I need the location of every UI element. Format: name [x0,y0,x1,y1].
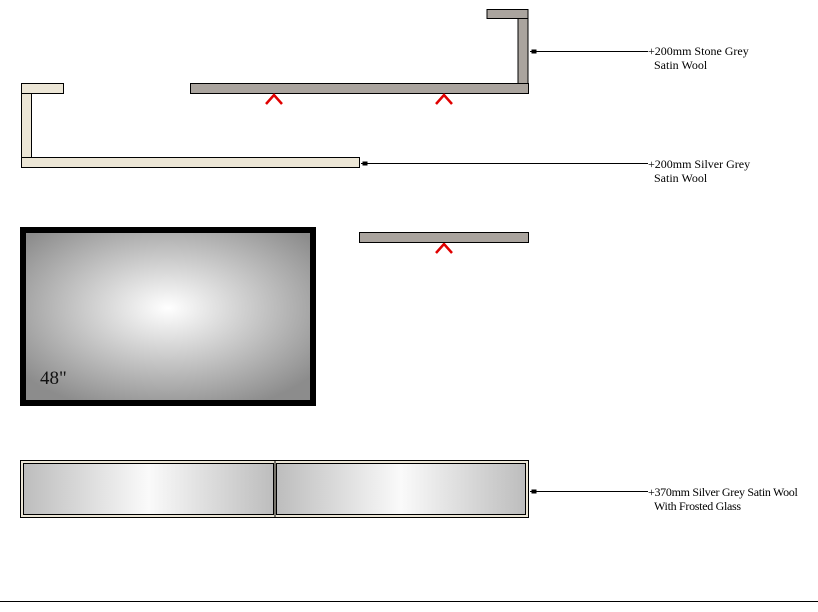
leader-lines [361,49,648,494]
annotation-stone-grey: +200mm Stone Grey Satin Wool [648,44,749,72]
annotation-line: Satin Wool [654,58,708,72]
annotation-line: +200mm Stone Grey [648,44,749,58]
tv-size-label: 48" [40,368,67,389]
stone-grey-shelf [190,9,529,94]
annotation-line: With Frosted Glass [654,499,741,513]
tv-screen [20,227,316,406]
annotation-cabinet: +370mm Silver Grey Satin Wool With Frost… [648,485,798,513]
annotation-silver-grey: +200mm Silver Grey Satin Wool [648,157,750,185]
floating-shelf [359,232,529,243]
bracket-icon [265,93,453,254]
annotation-line: +370mm Silver Grey Satin Wool [648,485,798,499]
glass-cabinet [20,460,529,518]
silver-grey-shelf [21,83,360,168]
annotation-line: Satin Wool [654,171,708,185]
annotation-line: +200mm Silver Grey [648,157,751,171]
